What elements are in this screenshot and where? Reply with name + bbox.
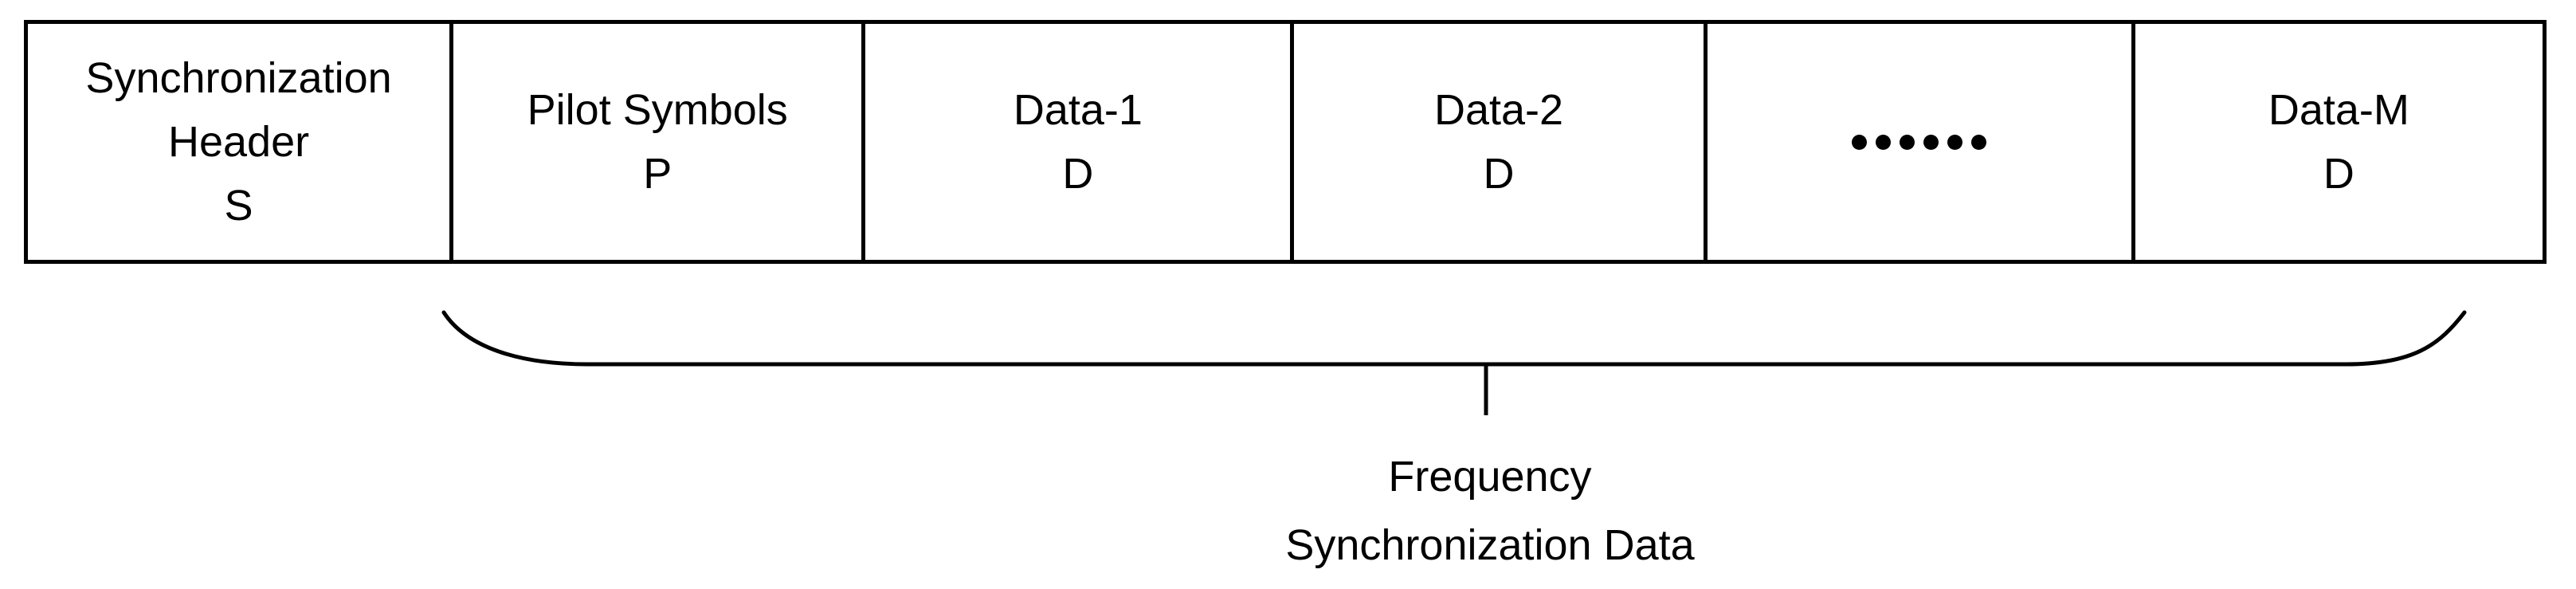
cell-symbol: D — [2323, 150, 2354, 198]
dot-icon — [1876, 134, 1892, 150]
cell-label: Data-M — [2268, 86, 2409, 134]
dot-icon — [1971, 134, 1987, 150]
brace-label-line2: Synchronization Data — [1285, 521, 1695, 569]
cell-symbol: D — [1483, 150, 1515, 198]
cell-symbol: D — [1062, 150, 1094, 198]
cell-label: Data-1 — [1013, 86, 1143, 134]
cell-data-1: Data-1 D — [861, 24, 1290, 260]
cell-data-2: Data-2 D — [1290, 24, 1703, 260]
cell-symbol: S — [224, 182, 253, 230]
cell-pilot-symbols: Pilot Symbols P — [449, 24, 861, 260]
cell-ellipsis — [1703, 24, 2131, 260]
cell-synchronization-header: Synchronization Header S — [28, 24, 449, 260]
brace-label: Frequency Synchronization Data — [1131, 442, 1849, 579]
cell-data-m: Data-M D — [2131, 24, 2543, 260]
dot-icon — [1947, 134, 1963, 150]
cell-label: Header — [167, 118, 310, 166]
cell-label: Data-2 — [1433, 86, 1564, 134]
brace-label-line1: Frequency — [1388, 453, 1592, 501]
cell-label: Synchronization — [85, 54, 392, 102]
dot-icon — [1900, 134, 1915, 150]
dot-icon — [1923, 134, 1939, 150]
ellipsis-dots — [1852, 134, 1987, 150]
frame-row: Synchronization Header S Pilot Symbols P… — [24, 20, 2547, 264]
cell-symbol: P — [643, 150, 672, 198]
brace-path — [441, 310, 2467, 367]
cell-label: Pilot Symbols — [527, 86, 788, 134]
dot-icon — [1852, 134, 1868, 150]
